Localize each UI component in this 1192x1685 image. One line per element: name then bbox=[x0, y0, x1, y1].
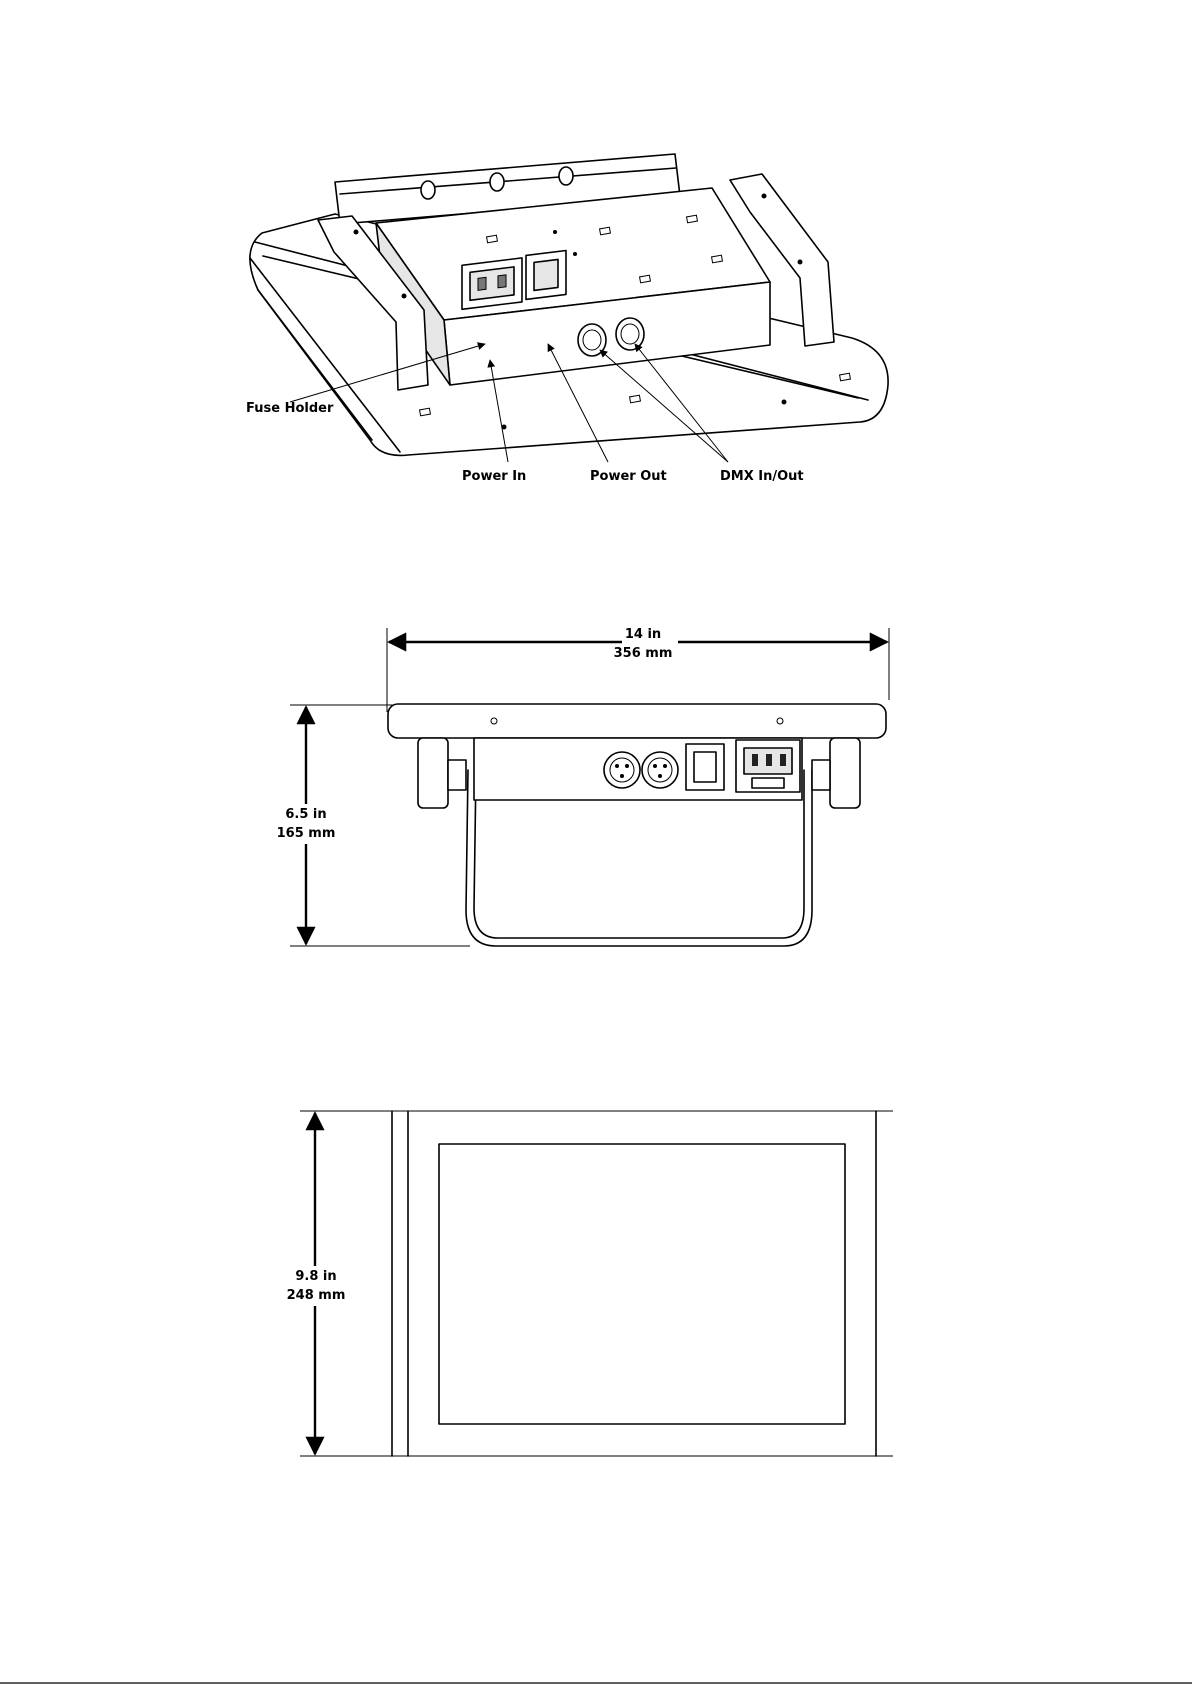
fixture-housing bbox=[388, 704, 886, 738]
yoke-knob-right bbox=[830, 738, 860, 808]
yoke-knob-right-collar bbox=[812, 760, 830, 790]
dmx-in-connector bbox=[604, 752, 640, 788]
power-out-socket bbox=[526, 251, 566, 300]
dmx-out-connector bbox=[616, 318, 644, 350]
fuse-power-in-module bbox=[462, 258, 522, 309]
yoke-knob bbox=[421, 181, 435, 199]
yoke-knob bbox=[490, 173, 504, 191]
yoke-knob-left bbox=[418, 738, 448, 808]
front-lens-panel bbox=[439, 1144, 845, 1424]
depth-in-label: 9.8 in bbox=[295, 1269, 336, 1284]
height-mm-label: 165 mm bbox=[277, 826, 336, 841]
width-in-label: 14 in bbox=[625, 627, 661, 642]
yoke-knob-left-collar bbox=[448, 760, 466, 790]
label-power-in: Power In bbox=[462, 469, 526, 484]
label-dmx-in-out: DMX In/Out bbox=[720, 469, 804, 484]
dmx-out-connector bbox=[642, 752, 678, 788]
label-fuse-holder: Fuse Holder bbox=[246, 401, 334, 416]
top-view: 9.8 in 248 mm bbox=[282, 1111, 893, 1456]
depth-mm-label: 248 mm bbox=[287, 1288, 346, 1303]
rear-elevation-view: 14 in 356 mm 6.5 in 165 mm bbox=[276, 626, 889, 946]
isometric-rear-view: Fuse Holder Power In Power Out DMX In/Ou… bbox=[246, 154, 888, 484]
power-out-socket bbox=[686, 744, 724, 790]
label-power-out: Power Out bbox=[590, 469, 667, 484]
yoke-knob bbox=[559, 167, 573, 185]
width-mm-label: 356 mm bbox=[614, 646, 673, 661]
height-in-label: 6.5 in bbox=[285, 807, 326, 822]
